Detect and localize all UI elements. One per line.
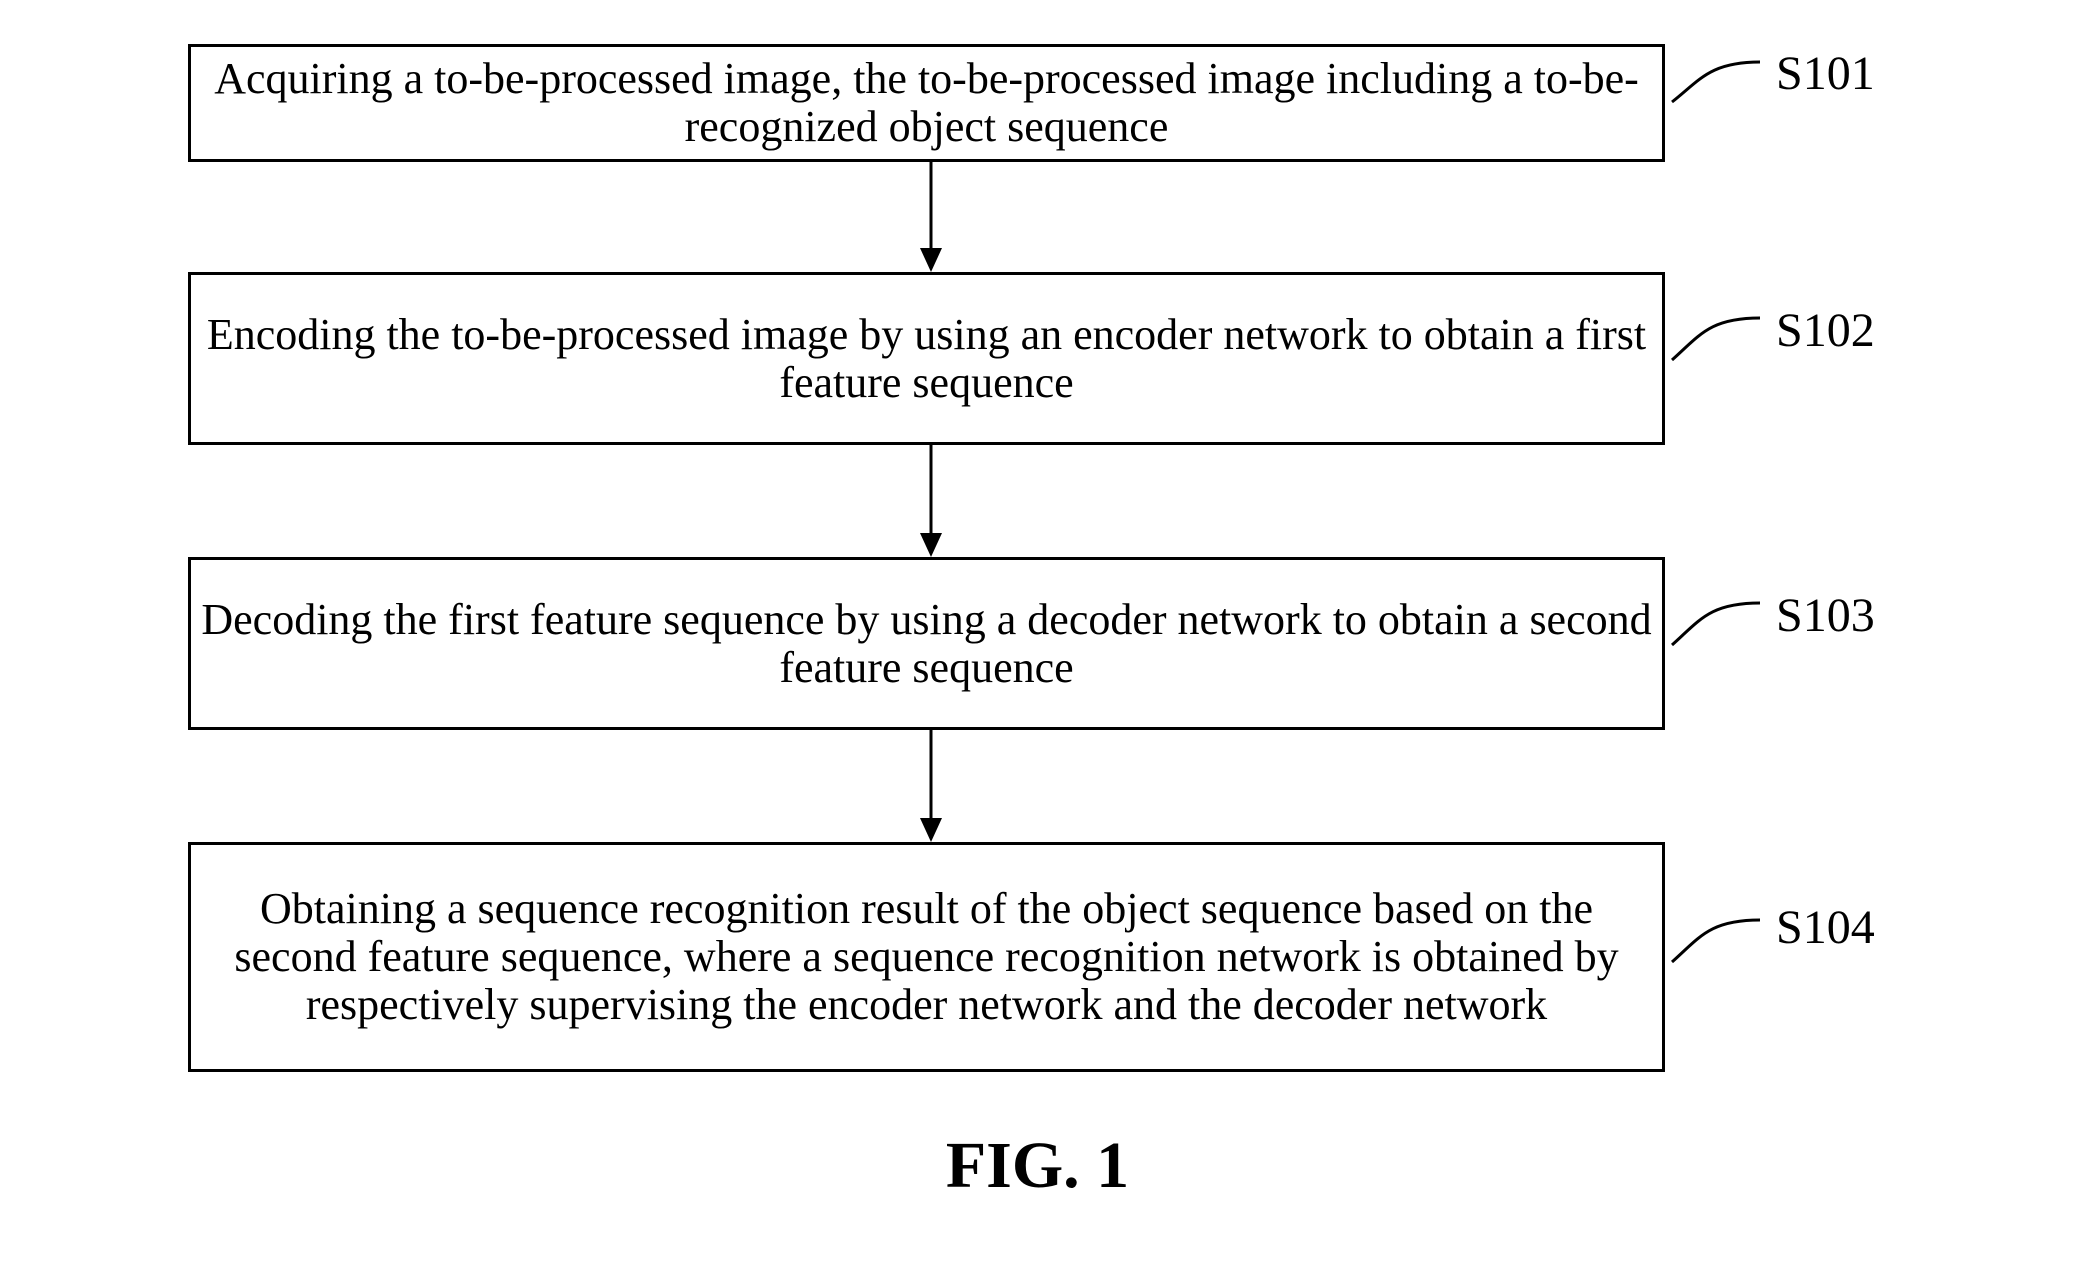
leader-line-s104 bbox=[1671, 918, 1761, 964]
arrow-s103-to-s104 bbox=[920, 730, 942, 842]
step-box-s104: Obtaining a sequence recognition result … bbox=[188, 842, 1665, 1072]
label-leader-lines bbox=[1671, 60, 1761, 964]
arrow-s102-to-s103 bbox=[920, 445, 942, 557]
step-label-s104: S104 bbox=[1776, 901, 1875, 954]
step-box-s103: Decoding the first feature sequence by u… bbox=[188, 557, 1665, 730]
step-label-s102: S102 bbox=[1776, 304, 1875, 357]
step-text-s101: Acquiring a to-be-processed image, the t… bbox=[214, 54, 1639, 151]
leader-line-s102 bbox=[1671, 316, 1761, 362]
step-text-s104: Obtaining a sequence recognition result … bbox=[234, 884, 1619, 1029]
leader-line-s101 bbox=[1671, 60, 1761, 104]
step-label-s101: S101 bbox=[1776, 47, 1875, 100]
arrow-s101-to-s102 bbox=[920, 162, 942, 272]
figure-caption: FIG. 1 bbox=[945, 1129, 1130, 1202]
flow-arrows bbox=[920, 162, 942, 842]
leader-line-s103 bbox=[1671, 601, 1761, 647]
step-text-s103: Decoding the first feature sequence by u… bbox=[201, 594, 1652, 692]
step-box-s102: Encoding the to-be-processed image by us… bbox=[188, 272, 1665, 445]
step-label-s103: S103 bbox=[1776, 589, 1875, 642]
step-box-s101: Acquiring a to-be-processed image, the t… bbox=[188, 44, 1665, 162]
step-text-s102: Encoding the to-be-processed image by us… bbox=[206, 309, 1647, 407]
